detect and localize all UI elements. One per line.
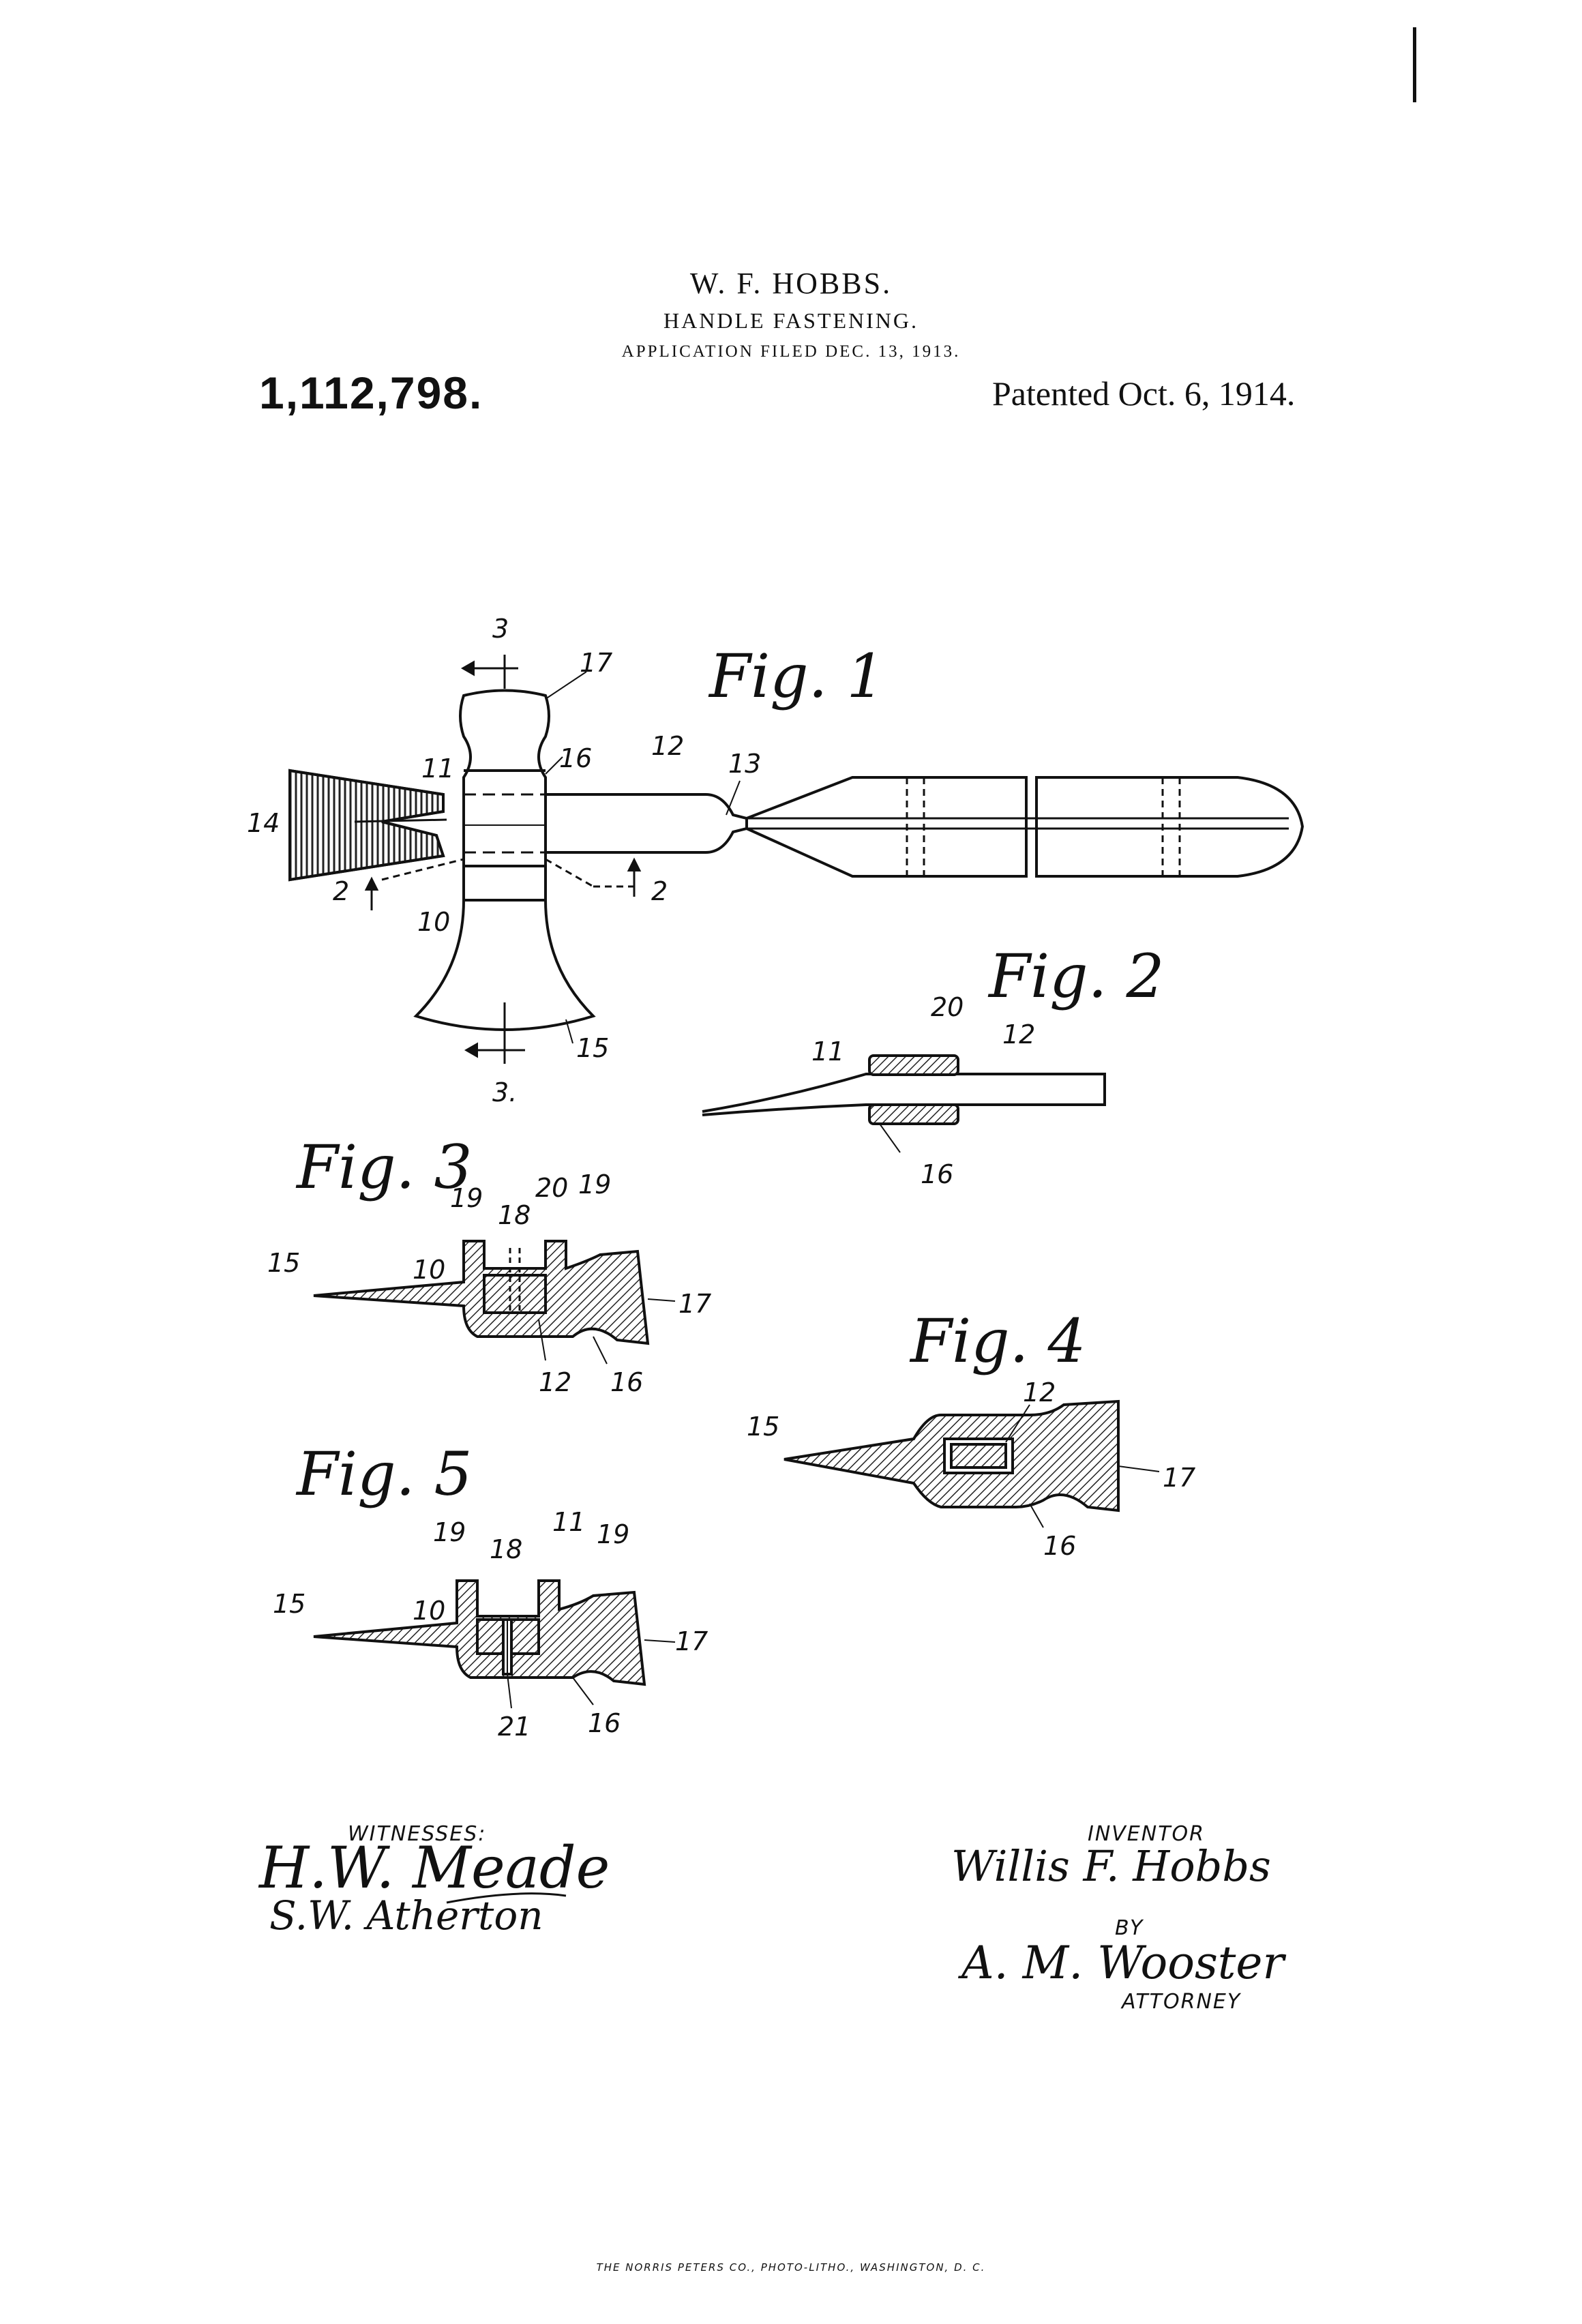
- fig3-label: Fig. 3: [297, 1132, 473, 1202]
- ref-16-fig3: 16: [610, 1367, 644, 1397]
- patent-number: 1,112,798.: [259, 368, 483, 418]
- ref-12-fig3: 12: [539, 1367, 572, 1397]
- fig1-label: Fig. 1: [709, 641, 885, 711]
- fig4-drawing: [783, 1399, 1160, 1528]
- margin-mark: [1413, 27, 1416, 102]
- ref-3-top: 3: [492, 614, 509, 644]
- ref-2-left: 2: [333, 876, 350, 906]
- witnesses-label: WITNESSES:: [348, 1822, 487, 1846]
- application-filed: APPLICATION FILED DEC. 13, 1913.: [621, 342, 961, 361]
- ref-21-fig5: 21: [498, 1712, 531, 1742]
- ref-13-fig1: 13: [728, 749, 762, 779]
- ref-14-fig1: 14: [247, 808, 280, 838]
- patented-date: Patented Oct. 6, 1914.: [992, 374, 1296, 413]
- ref-10-fig5: 10: [413, 1596, 446, 1626]
- ref-17-fig5: 17: [675, 1626, 708, 1656]
- ref-10-fig3: 10: [413, 1255, 446, 1285]
- ref-18-fig5: 18: [490, 1534, 523, 1564]
- fig1-drawing: [288, 655, 1304, 1064]
- witness2-signature: S.W. Atherton: [269, 1892, 543, 1939]
- witness1-signature: H.W. Meade: [259, 1834, 610, 1901]
- ref-18-fig3: 18: [498, 1200, 531, 1230]
- ref-16-fig5: 16: [588, 1708, 621, 1738]
- inventor-signature: Willis F. Hobbs: [951, 1841, 1271, 1891]
- ref-15-fig5: 15: [273, 1589, 306, 1619]
- fig5-label: Fig. 5: [297, 1439, 473, 1509]
- ref-11-fig1: 11: [421, 754, 455, 784]
- ref-19-fig3-left: 19: [450, 1183, 483, 1213]
- ref-11-fig5: 11: [552, 1507, 586, 1537]
- fig4-label: Fig. 4: [910, 1306, 1086, 1376]
- attorney-label: ATTORNEY: [1122, 1990, 1242, 2014]
- ref-12-fig4: 12: [1023, 1377, 1056, 1407]
- ref-15-fig1: 15: [576, 1033, 610, 1063]
- patent-title: HANDLE FASTENING.: [663, 308, 919, 333]
- ref-10-fig1: 10: [417, 907, 451, 937]
- ref-2-right: 2: [651, 876, 668, 906]
- ref-19-fig5-right: 19: [597, 1519, 630, 1549]
- ref-17-fig4: 17: [1163, 1463, 1196, 1493]
- fig2-label: Fig. 2: [989, 941, 1165, 1011]
- inventor-name: W. F. HOBBS.: [689, 267, 893, 300]
- ref-16-fig2: 16: [921, 1159, 954, 1189]
- ref-15-fig3: 15: [267, 1248, 301, 1278]
- printer-credit: THE NORRIS PETERS CO., PHOTO-LITHO., WAS…: [596, 2261, 986, 2274]
- ref-19-fig5-left: 19: [433, 1517, 466, 1547]
- by-label: BY: [1115, 1916, 1144, 1940]
- inventor-label: INVENTOR: [1088, 1822, 1205, 1846]
- fig2-drawing: [702, 1054, 1106, 1153]
- ref-19-fig3-right: 19: [578, 1170, 612, 1200]
- ref-20-fig2: 20: [931, 992, 964, 1022]
- ref-12-fig1: 12: [651, 731, 685, 761]
- ref-16-fig1: 16: [559, 743, 593, 773]
- ref-11-fig2: 11: [811, 1037, 845, 1067]
- ref-20-fig3: 20: [535, 1173, 569, 1203]
- ref-15-fig4: 15: [747, 1412, 780, 1442]
- fig5-drawing: [313, 1579, 676, 1709]
- ref-17-fig1: 17: [580, 648, 613, 678]
- ref-12-fig2: 12: [1002, 1019, 1036, 1049]
- ref-16-fig4: 16: [1043, 1531, 1077, 1561]
- ref-17-fig3: 17: [678, 1289, 712, 1319]
- attorney-signature: A. M. Wooster: [961, 1937, 1284, 1989]
- ref-3-bottom: 3.: [492, 1077, 518, 1107]
- fig3-drawing: [313, 1240, 676, 1365]
